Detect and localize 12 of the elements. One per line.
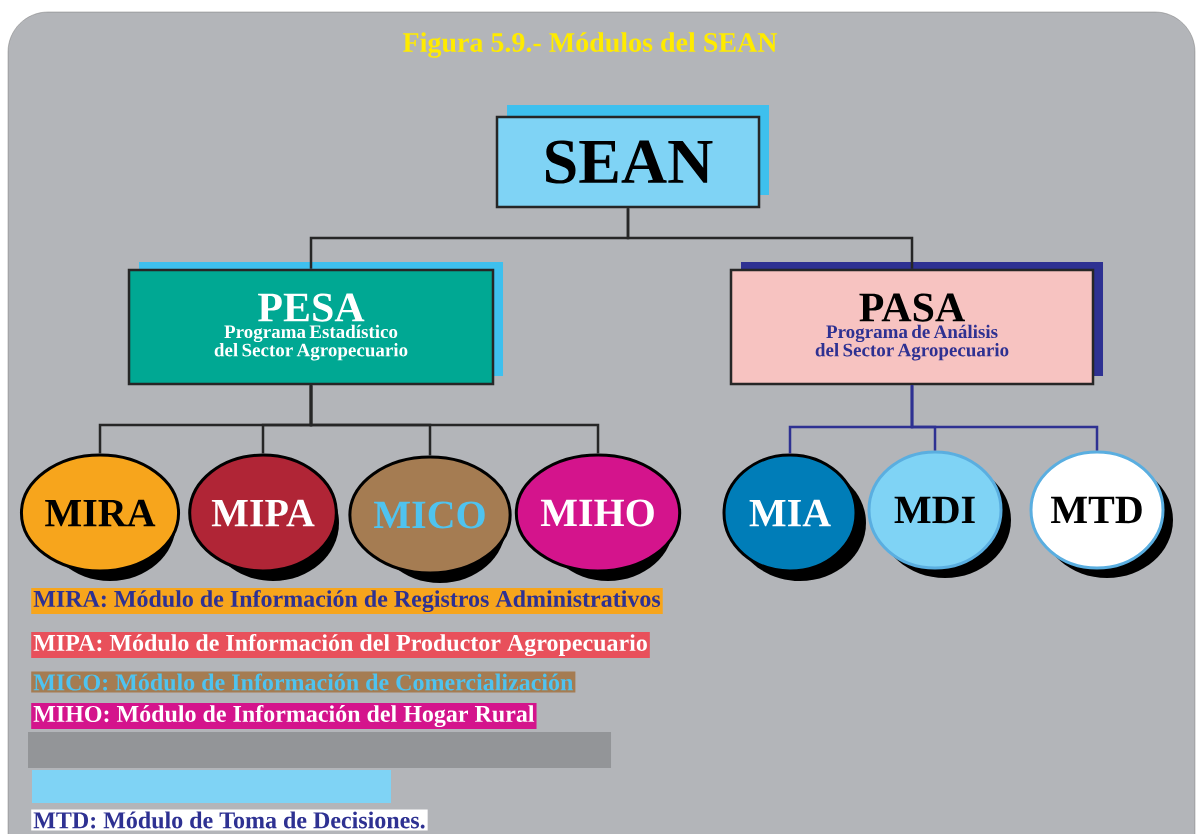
definition-band: MIHO: Módulo de Información del Hogar Rural bbox=[31, 702, 537, 730]
definition-band: MIRA: Módulo de Información de Registros Administrativos bbox=[31, 587, 663, 615]
system-box: SEAN bbox=[495, 105, 769, 209]
definition-band: MICO: Módulo de Información de Comercialización bbox=[31, 671, 576, 693]
connector-line bbox=[626, 208, 914, 269]
program-box: PASA Programa de Análisis del Sector Agropecuario bbox=[729, 262, 1103, 386]
definition-band: MTD: Módulo de Toma de Decisiones. bbox=[31, 809, 428, 831]
connector-line bbox=[910, 385, 1099, 451]
connector-line bbox=[309, 385, 600, 454]
definition-band: MIPA: Módulo de Información del Productor Agropecuario bbox=[31, 631, 650, 659]
program-box: PESA Programa Estadístico del Sector Agropecuario bbox=[127, 262, 503, 386]
title: Figura 5.9.- Módulos del SEAN bbox=[403, 32, 778, 58]
